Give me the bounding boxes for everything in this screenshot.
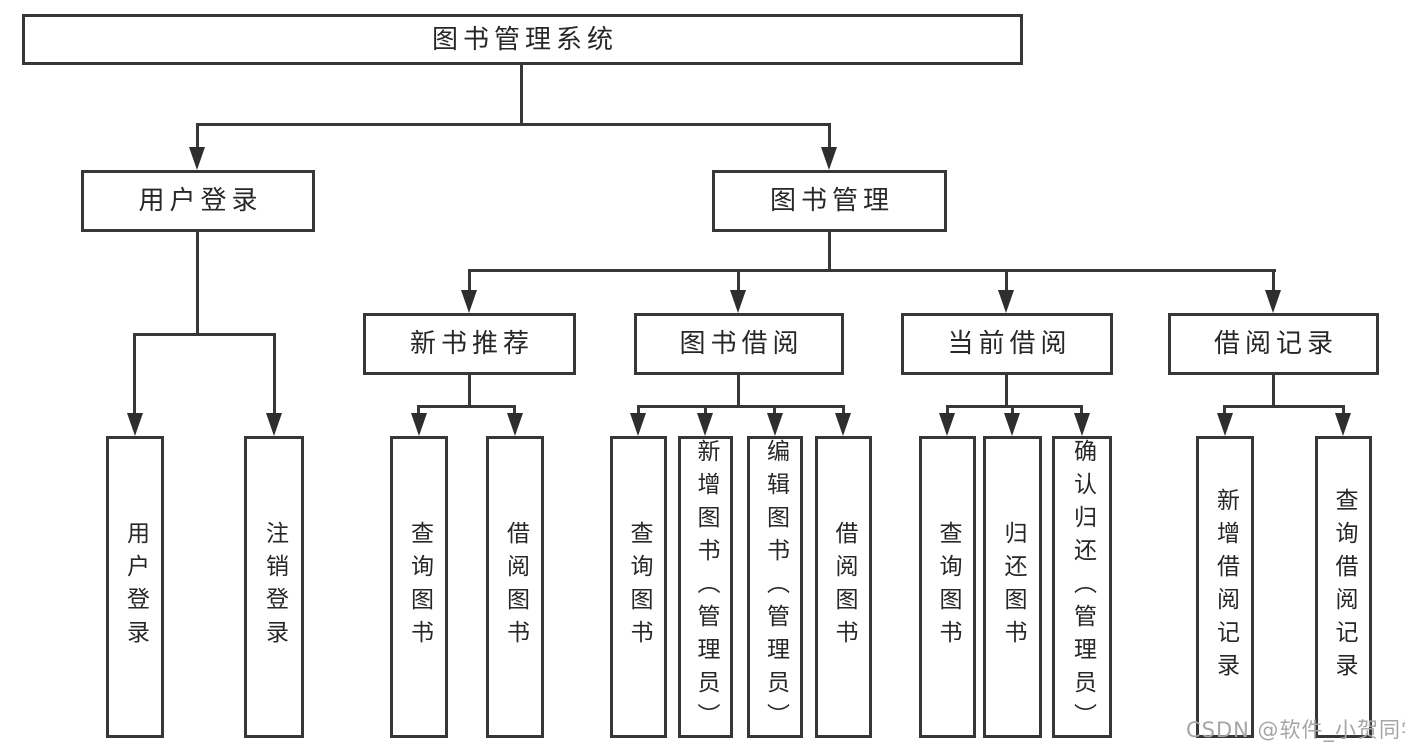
connector-line: [1005, 375, 1008, 408]
connector-line: [196, 232, 199, 336]
node-label: 借阅图书: [831, 521, 857, 653]
connector-line: [773, 405, 776, 417]
connector-line: [946, 405, 949, 417]
node-label: 查询图书: [935, 521, 961, 653]
connector-line: [196, 123, 831, 126]
arrow-down-icon: [266, 413, 282, 436]
arrow-down-icon: [1074, 413, 1090, 436]
node-user-login: 用户登录: [81, 170, 315, 232]
node-query-books-current: 查询图书: [919, 436, 976, 738]
arrow-down-icon: [821, 147, 837, 170]
connector-line: [133, 333, 276, 336]
connector-line: [417, 405, 516, 408]
node-label: 新书推荐: [409, 329, 534, 359]
node-label: 图书管理系统: [431, 24, 618, 55]
node-query-books-borrowing: 查询图书: [610, 436, 667, 738]
node-label: 用户登录: [138, 186, 263, 216]
node-label: 新增图书（管理员）: [693, 438, 719, 736]
connector-line: [1080, 405, 1083, 417]
node-label: 借阅图书: [502, 521, 529, 653]
connector-line: [273, 333, 276, 417]
node-label: 图书管理: [769, 186, 894, 216]
connector-line: [1223, 405, 1345, 408]
connector-line: [704, 405, 707, 417]
connector-line: [828, 232, 831, 272]
connector-line: [1342, 405, 1345, 417]
arrow-down-icon: [507, 413, 523, 436]
node-add-books-admin: 新增图书（管理员）: [678, 436, 733, 738]
node-library-system: 图书管理系统: [22, 14, 1023, 65]
connector-line: [1223, 405, 1226, 417]
csdn-watermark: CSDN @软件_小贺同学: [1186, 718, 1405, 742]
arrow-down-icon: [697, 413, 713, 436]
node-book-borrowing: 图书借阅: [634, 313, 844, 375]
node-label: 查询借阅记录: [1331, 488, 1357, 686]
connector-line: [737, 375, 740, 408]
node-return-books: 归还图书: [983, 436, 1042, 738]
connector-line: [737, 269, 740, 294]
node-logout: 注销登录: [244, 436, 304, 738]
connector-line: [1272, 375, 1275, 408]
arrow-down-icon: [189, 147, 205, 170]
node-confirm-return-admin: 确认归还（管理员）: [1052, 436, 1112, 738]
node-edit-books-admin: 编辑图书（管理员）: [747, 436, 803, 738]
connector-line: [946, 405, 1083, 408]
node-query-borrow-record: 查询借阅记录: [1315, 436, 1372, 738]
arrow-down-icon: [998, 290, 1014, 313]
node-query-books-recommend: 查询图书: [390, 436, 448, 738]
node-current-borrowing: 当前借阅: [901, 313, 1113, 375]
node-label: 图书借阅: [679, 329, 804, 359]
connector-line: [468, 269, 471, 294]
connector-line: [637, 405, 640, 417]
connector-line: [520, 65, 523, 126]
node-borrow-books-borrowing: 借阅图书: [815, 436, 872, 738]
connector-line: [468, 269, 1276, 272]
arrow-down-icon: [461, 290, 477, 313]
arrow-down-icon: [835, 413, 851, 436]
arrow-down-icon: [767, 413, 783, 436]
node-label: 编辑图书（管理员）: [762, 438, 789, 736]
connector-line: [417, 405, 420, 417]
connector-line: [828, 123, 831, 153]
node-borrow-books-recommend: 借阅图书: [486, 436, 544, 738]
node-label: 确认归还（管理员）: [1069, 438, 1096, 736]
node-label: 借阅记录: [1213, 329, 1338, 359]
connector-line: [1272, 269, 1275, 294]
node-label: 当前借阅: [947, 329, 1072, 359]
connector-line: [842, 405, 845, 417]
node-book-management: 图书管理: [712, 170, 947, 232]
node-borrowing-records: 借阅记录: [1168, 313, 1379, 375]
node-label: 查询图书: [406, 521, 433, 653]
node-user-login-leaf: 用户登录: [106, 436, 164, 738]
node-label: 归还图书: [1000, 521, 1026, 653]
connector-line: [1011, 405, 1014, 417]
node-label: 用户登录: [122, 521, 149, 653]
node-add-borrow-record: 新增借阅记录: [1196, 436, 1254, 738]
arrow-down-icon: [1217, 413, 1233, 436]
arrow-down-icon: [730, 290, 746, 313]
connector-line: [1005, 269, 1008, 294]
connector-line: [637, 405, 845, 408]
node-label: 注销登录: [261, 521, 288, 653]
node-new-book-recommend: 新书推荐: [363, 313, 576, 375]
arrow-down-icon: [1265, 290, 1281, 313]
connector-line: [196, 123, 199, 153]
connector-line: [468, 375, 471, 408]
arrow-down-icon: [127, 413, 143, 436]
node-label: 新增借阅记录: [1212, 488, 1239, 686]
connector-line: [133, 333, 136, 417]
node-label: 查询图书: [626, 521, 652, 653]
arrow-down-icon: [411, 413, 427, 436]
connector-line: [513, 405, 516, 417]
arrow-down-icon: [939, 413, 955, 436]
arrow-down-icon: [1335, 413, 1351, 436]
arrow-down-icon: [1004, 413, 1020, 436]
arrow-down-icon: [630, 413, 646, 436]
